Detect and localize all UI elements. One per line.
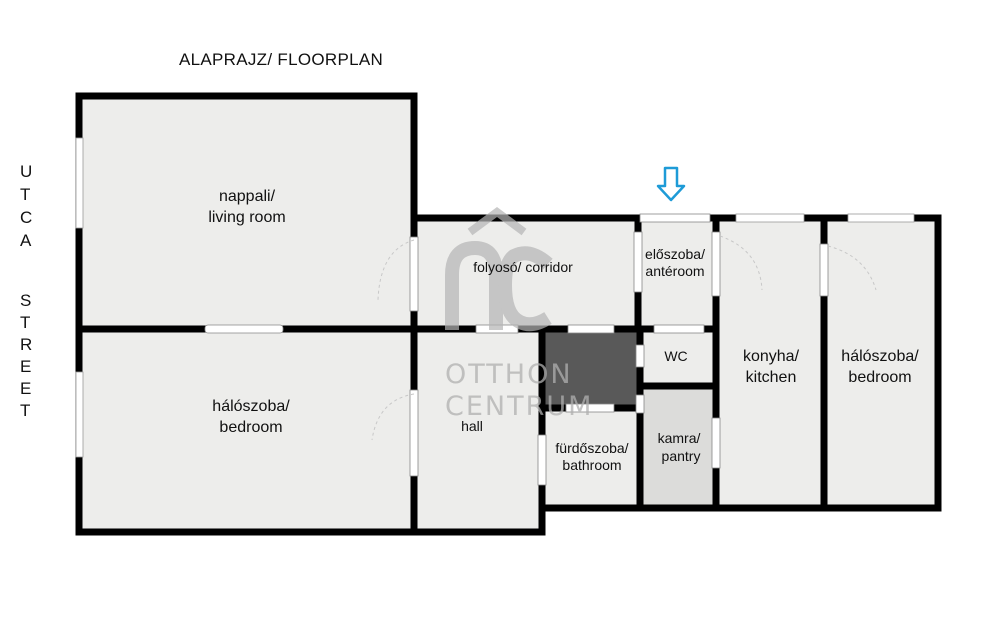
street-letter: T — [20, 313, 30, 332]
window — [75, 371, 84, 458]
door-swings — [371, 235, 877, 441]
living-room-label: living room — [208, 209, 285, 226]
door-opening — [537, 434, 547, 486]
windows — [75, 137, 915, 458]
watermark-logo-mark — [445, 207, 553, 332]
anteroom-floor — [638, 218, 716, 329]
bedroom-right-label: bedroom — [848, 369, 911, 386]
corridor-label: folyosó/ corridor — [473, 259, 573, 275]
hall-label: hall — [461, 418, 483, 434]
door-opening — [653, 324, 705, 334]
street-letter: T — [20, 185, 30, 204]
door-opening — [565, 403, 615, 413]
room-labels: nappali/ living room hálószoba/ bedroom … — [208, 188, 919, 473]
bedroom-left-floor — [80, 329, 414, 532]
door-swing — [719, 235, 763, 291]
door-opening — [635, 394, 645, 414]
pantry-label: kamra/ — [658, 430, 701, 446]
street-letter: E — [20, 379, 31, 398]
street-letter: T — [20, 401, 30, 420]
door-swing — [377, 239, 415, 301]
window — [735, 213, 805, 223]
street-letter: U — [20, 162, 32, 181]
room-floors — [80, 97, 940, 532]
living-room-label: nappali/ — [219, 188, 276, 205]
street-letter: S — [20, 291, 31, 310]
door-opening — [204, 324, 284, 334]
door-opening — [635, 344, 645, 368]
kitchen-label: konyha/ — [743, 348, 800, 365]
watermark-text: CENTRUM — [445, 391, 593, 422]
doors — [204, 213, 829, 486]
living-room-floor — [80, 97, 414, 329]
door-opening — [711, 231, 721, 297]
pantry-floor — [640, 386, 716, 508]
entrance-door — [639, 213, 711, 223]
door-opening — [409, 389, 419, 477]
pantry-label: pantry — [662, 448, 701, 464]
floorplan-title: ALAPRAJZ/ FLOORPLAN — [179, 50, 383, 69]
outer-wall — [75, 92, 942, 536]
watermark-text: OTTHON — [445, 359, 573, 390]
window — [847, 213, 915, 223]
window — [75, 137, 84, 229]
street-label: U T C A S T R E E T — [20, 162, 32, 420]
hall-floor — [414, 329, 542, 532]
street-letter: E — [20, 357, 31, 376]
door-opening — [819, 243, 829, 297]
wc-floor — [640, 329, 716, 386]
bedroom-right-label: hálószoba/ — [841, 348, 919, 365]
bathroom-label: fürdőszoba/ — [555, 440, 628, 456]
door-opening — [567, 324, 615, 334]
door-opening — [711, 417, 721, 469]
anteroom-label: antéroom — [645, 263, 704, 279]
wc-label: WC — [664, 348, 687, 364]
bedroom-right-floor — [824, 218, 940, 508]
otthon-centrum-watermark: OTTHON CENTRUM — [445, 207, 593, 422]
street-letter: A — [20, 231, 32, 250]
door-swing — [827, 245, 877, 291]
door-swing — [371, 393, 415, 441]
kitchen-label: kitchen — [746, 369, 797, 386]
street-letter: R — [20, 335, 32, 354]
door-opening — [633, 231, 643, 293]
door-opening — [409, 236, 419, 312]
down-arrow-icon — [656, 166, 686, 202]
bedroom-left-label: hálószoba/ — [212, 398, 290, 415]
kitchen-floor — [716, 218, 824, 508]
street-letter: C — [20, 208, 32, 227]
bathroom-label: bathroom — [562, 457, 621, 473]
bathroom-floor — [542, 408, 640, 508]
utility-shaft — [542, 329, 640, 408]
anteroom-label: előszoba/ — [645, 246, 705, 262]
bedroom-left-label: bedroom — [219, 419, 282, 436]
